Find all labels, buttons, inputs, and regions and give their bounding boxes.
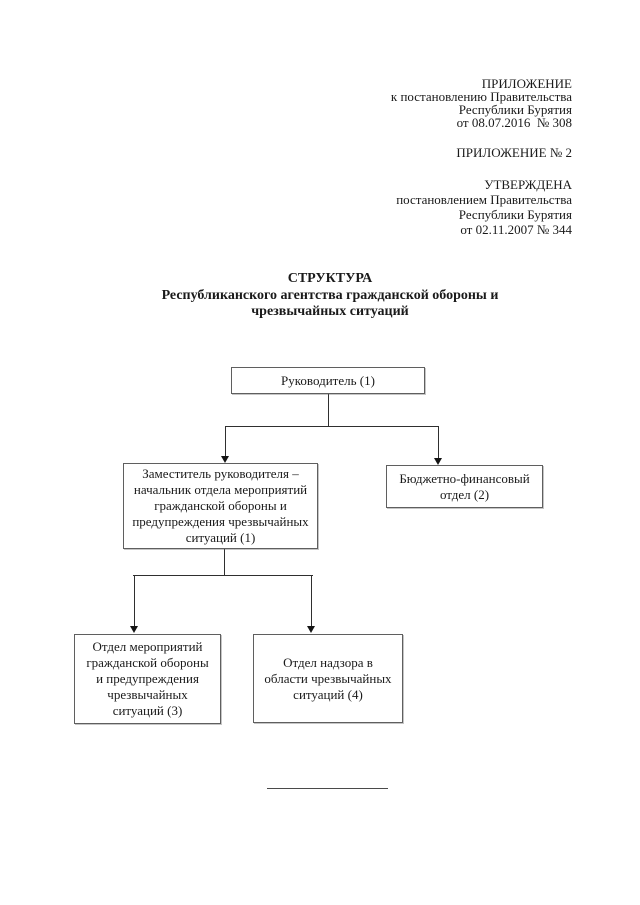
org-node-deputy: Заместитель руководителя – начальник отд… [123, 463, 318, 549]
org-node-deputy-label: Заместитель руководителя – начальник отд… [132, 466, 309, 545]
org-node-head: Руководитель (1) [231, 367, 425, 394]
appendix-reference-block: ПРИЛОЖЕНИЕ к постановлению Правительства… [390, 76, 572, 130]
arrow-down-icon [434, 458, 442, 465]
arrow-down-icon [307, 626, 315, 633]
connector-deputy-down [224, 549, 225, 575]
appendix-number: ПРИЛОЖЕНИЕ № 2 [456, 145, 572, 160]
org-node-supervision-dept: Отдел надзора в области чрезвычайных сит… [253, 634, 403, 723]
connector-head-down [328, 394, 329, 426]
org-node-supervision-dept-label: Отдел надзора в области чрезвычайных сит… [264, 654, 392, 702]
approval-block: УТВЕРЖДЕНА постановлением Правительства … [396, 177, 572, 237]
arrow-down-icon [130, 626, 138, 633]
org-node-budget-finance-label: Бюджетно-финансовый отдел (2) [399, 470, 530, 502]
connector-to-nadzor-dept [311, 575, 312, 627]
org-node-head-label: Руководитель (1) [281, 372, 375, 388]
org-node-civil-defense-dept: Отдел мероприятий гражданской обороны и … [74, 634, 221, 724]
page-title: СТРУКТУРА Республиканского агентства гра… [161, 271, 499, 319]
arrow-down-icon [221, 456, 229, 463]
footer-separator-line [267, 788, 388, 789]
connector-level1-horizontal [225, 426, 439, 427]
org-node-budget-finance: Бюджетно-финансовый отдел (2) [386, 465, 543, 508]
connector-to-budget [438, 426, 439, 459]
connector-to-go-dept [134, 575, 135, 627]
connector-to-deputy [225, 426, 226, 457]
org-node-civil-defense-dept-label: Отдел мероприятий гражданской обороны и … [86, 639, 209, 718]
connector-level2-horizontal [133, 575, 313, 576]
